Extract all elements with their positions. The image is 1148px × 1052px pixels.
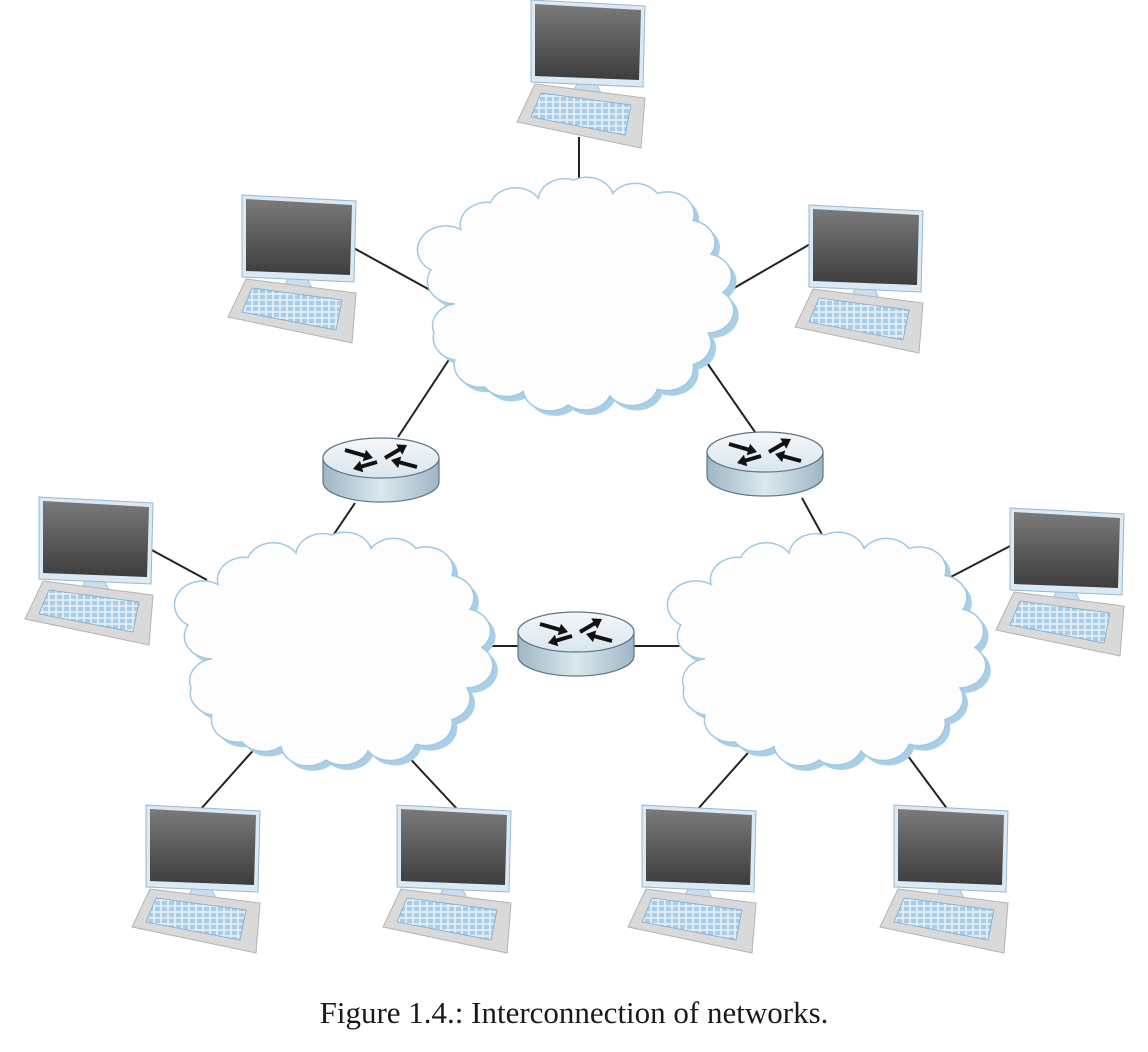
keyboard — [38, 589, 140, 633]
screen — [150, 809, 256, 885]
link-top-right — [721, 242, 813, 296]
screen — [43, 501, 149, 577]
link-right-lower-2 — [901, 747, 949, 811]
router-bottom — [517, 611, 635, 677]
screen — [898, 809, 1004, 885]
link-left-lower-1 — [199, 744, 259, 811]
router-icon — [706, 431, 824, 497]
link-top-left — [349, 245, 431, 291]
keyboard — [893, 897, 995, 941]
router-icon — [517, 611, 635, 677]
host-top-left — [227, 194, 357, 344]
cloud-icon — [173, 531, 494, 767]
screen — [813, 209, 919, 285]
keyboard — [1009, 600, 1111, 644]
computer-icon — [627, 804, 757, 954]
computer-icon — [516, 0, 646, 149]
screen — [535, 4, 641, 80]
computer-icon — [879, 804, 1009, 954]
router-right — [706, 431, 824, 497]
host-left-lower-1 — [131, 804, 261, 954]
keyboard — [641, 897, 743, 941]
screen — [646, 809, 752, 885]
host-right-lower-1 — [627, 804, 757, 954]
link-right-lower-1 — [696, 744, 756, 811]
keyboard — [808, 297, 910, 341]
network-cloud-bottom-right — [666, 531, 991, 771]
link-router-right-top — [704, 359, 756, 433]
figure-caption: Figure 1.4.: Interconnection of networks… — [319, 995, 829, 1030]
screen — [1014, 512, 1120, 588]
keyboard — [396, 897, 498, 941]
cloud-icon — [666, 531, 987, 767]
links — [147, 137, 1013, 811]
keyboard — [145, 897, 247, 941]
screen — [246, 199, 352, 275]
computer-icon — [24, 496, 154, 646]
keyboard — [530, 92, 632, 136]
host-top-right — [794, 204, 924, 354]
computer-icon — [382, 804, 512, 954]
link-right-upper — [944, 544, 1013, 581]
keyboard — [241, 287, 343, 331]
hosts — [24, 0, 1125, 954]
computer-icon — [131, 804, 261, 954]
host-right-lower-2 — [879, 804, 1009, 954]
network-cloud-top — [416, 176, 739, 416]
link-router-right-br — [801, 497, 826, 541]
link-left-upper — [147, 547, 208, 581]
network-cloud-bottom-left — [173, 531, 498, 771]
router-icon — [322, 437, 440, 503]
cloud-icon — [416, 176, 735, 412]
host-left-upper — [24, 496, 154, 646]
host-left-lower-2 — [382, 804, 512, 954]
host-right-upper — [995, 507, 1125, 657]
router-left — [322, 437, 440, 503]
computer-icon — [995, 507, 1125, 657]
routers — [322, 431, 824, 677]
link-router-left-top — [397, 354, 453, 438]
computer-icon — [227, 194, 357, 344]
host-top-center — [516, 0, 646, 149]
network-diagram — [24, 0, 1125, 954]
screen — [401, 809, 507, 885]
computer-icon — [794, 204, 924, 354]
networks — [173, 176, 991, 771]
